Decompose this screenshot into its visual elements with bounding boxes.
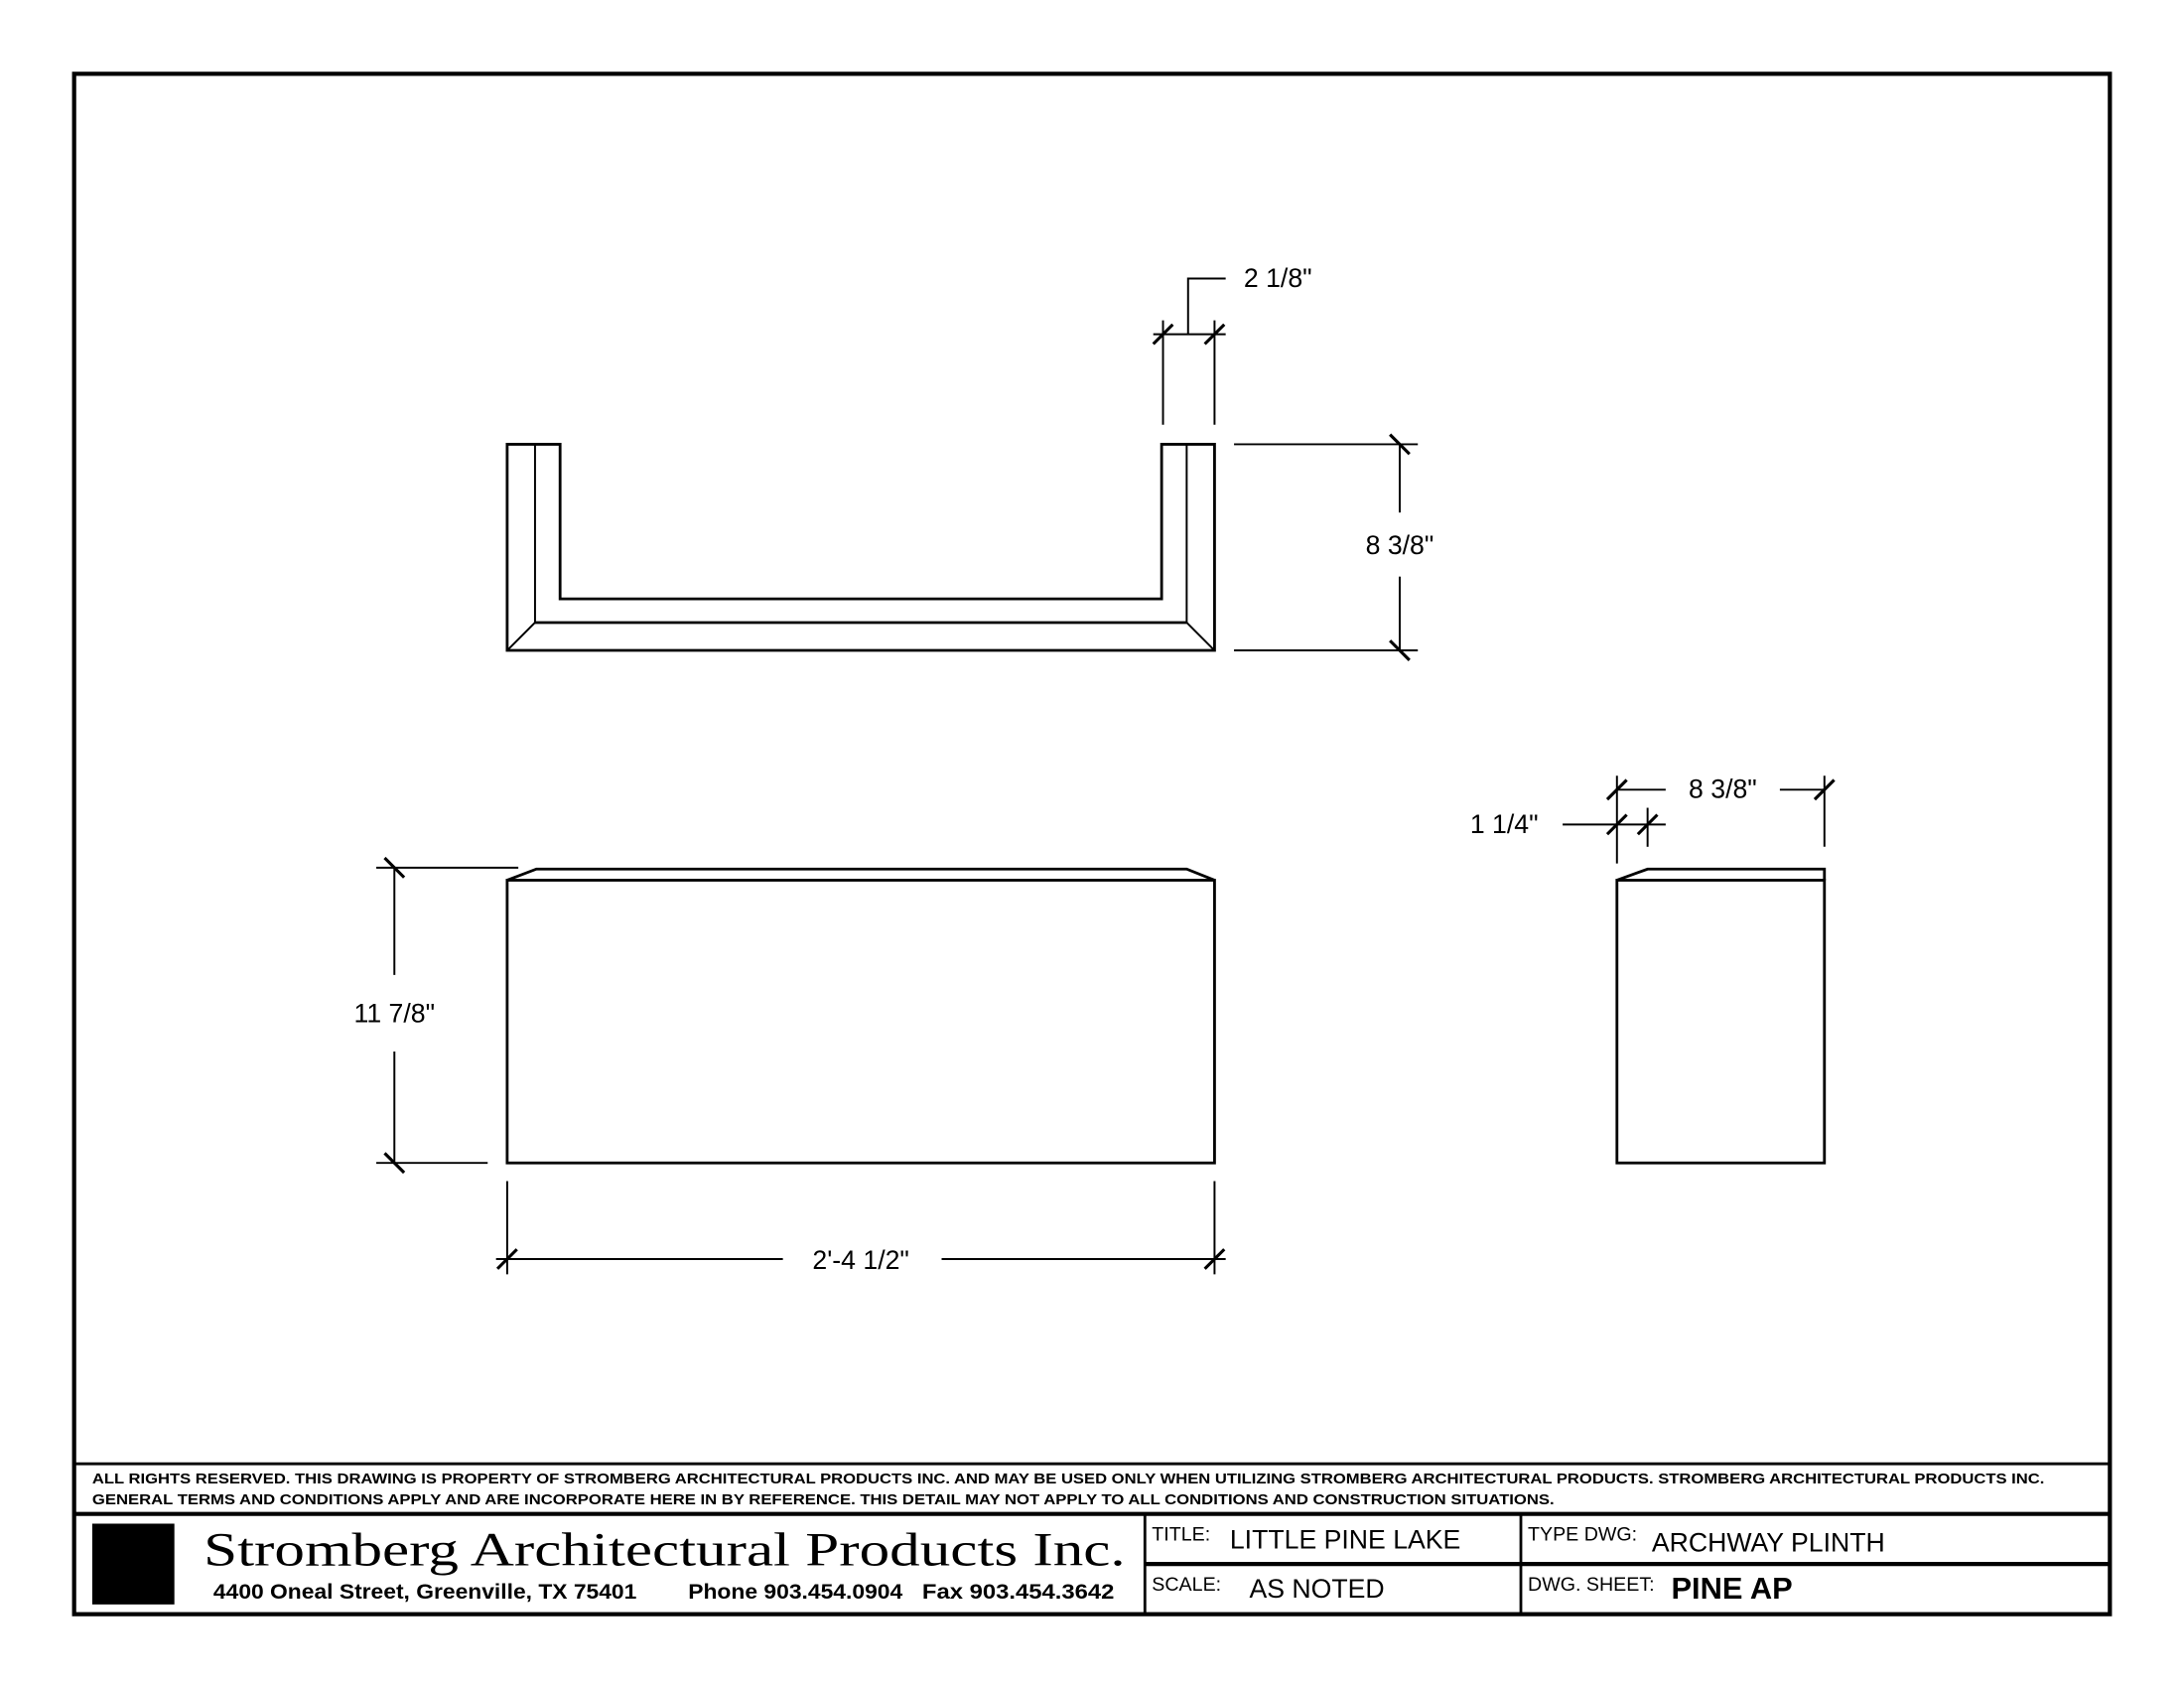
- top-view: 2 1/8" 8 3/8": [505, 263, 1434, 661]
- scale-value: AS NOTED: [1249, 1574, 1384, 1604]
- dim-front-height: 11 7/8": [353, 999, 435, 1029]
- company-address: 4400 Oneal Street, Greenville, TX 75401: [213, 1581, 637, 1604]
- rights-note-line2: GENERAL TERMS AND CONDITIONS APPLY AND A…: [92, 1492, 1555, 1508]
- dim-side-depth: 8 3/8": [1689, 774, 1757, 804]
- company-name: Stromberg Architectural Products Inc.: [204, 1525, 1126, 1577]
- type-dwg-label: TYPE DWG:: [1528, 1523, 1637, 1545]
- scale-label: SCALE:: [1152, 1574, 1221, 1596]
- type-dwg-value: ARCHWAY PLINTH: [1652, 1528, 1885, 1558]
- dim-top-wall-thickness: 2 1/8": [1244, 263, 1312, 293]
- dim-side-chamfer: 1 1/4": [1470, 809, 1539, 839]
- rights-note-line1: ALL RIGHTS RESERVED. THIS DRAWING IS PRO…: [92, 1472, 2045, 1487]
- title-label: TITLE:: [1152, 1523, 1210, 1545]
- company-phone: Phone 903.454.0904: [688, 1581, 902, 1604]
- side-view: 8 3/8" 1 1/4": [1470, 774, 1836, 1165]
- front-view: 11 7/8" 2'-4 1/2": [353, 856, 1226, 1275]
- company-logo-block: [91, 1523, 175, 1605]
- dim-front-width: 2'-4 1/2": [812, 1245, 908, 1275]
- company-fax: Fax 903.454.3642: [922, 1581, 1115, 1604]
- sheet-border: [71, 71, 2113, 1617]
- dwg-sheet-value: PINE AP: [1671, 1571, 1792, 1606]
- dim-top-depth: 8 3/8": [1366, 530, 1434, 560]
- title-block: Stromberg Architectural Products Inc. 44…: [91, 1513, 2111, 1615]
- dwg-sheet-label: DWG. SHEET:: [1528, 1574, 1655, 1596]
- title-value: LITTLE PINE LAKE: [1230, 1525, 1460, 1555]
